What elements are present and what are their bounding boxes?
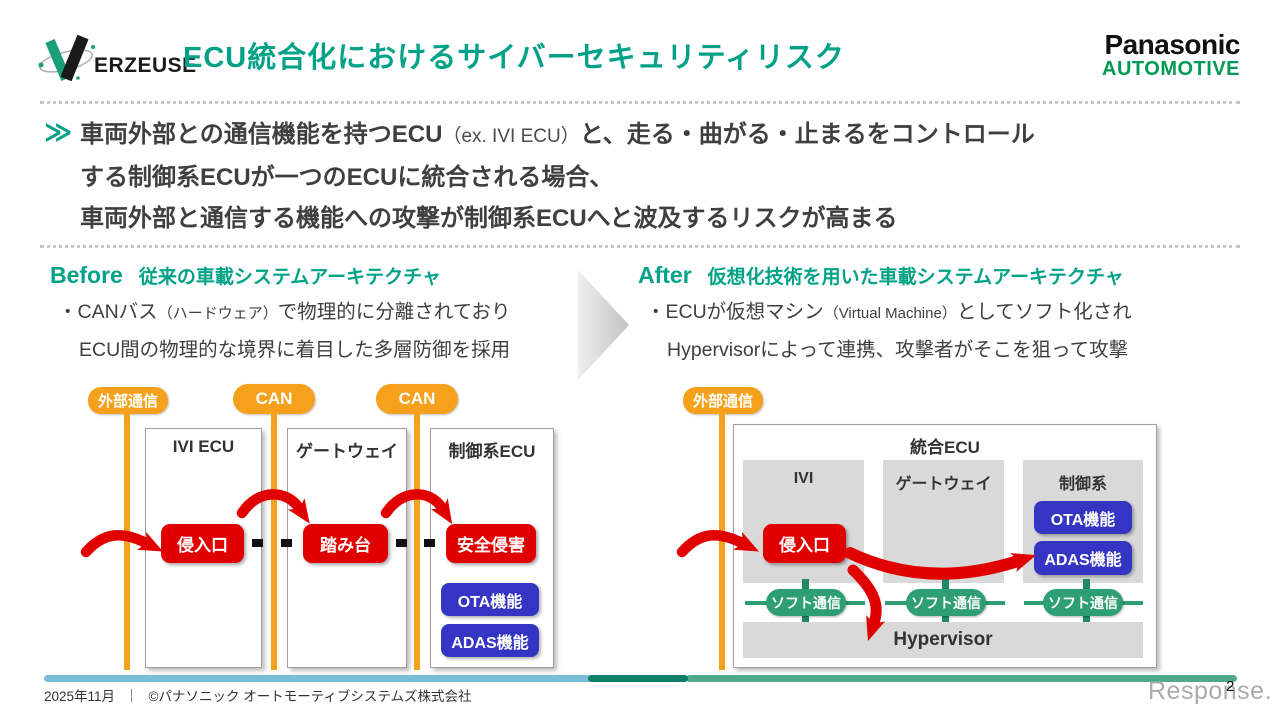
verzeuse-logo-text: ERZEUSE (94, 54, 197, 77)
before-bullets: ・CANバス（ハードウェア）で物理的に分離されており ECU間の物理的な境界に着… (58, 294, 511, 368)
before-can-pill-2: CAN (376, 384, 458, 414)
after-soft-comm-pill-2: ソフト通信 (906, 589, 986, 616)
dashed-link-1b (281, 539, 292, 547)
key-message: 車両外部との通信機能を持つECU（ex. IVI ECU）と、走る・曲がる・止ま… (80, 114, 1035, 239)
footer-bar-green (686, 675, 1237, 682)
after-subtitle: 仮想化技術を用いた車載システムアーキテクチャ (707, 267, 1124, 288)
after-vm-ivi: IVI (743, 460, 864, 583)
before-subtitle: 従来の車載システムアーキテクチャ (138, 267, 441, 288)
after-label: After (638, 262, 692, 288)
after-heading: After 仮想化技術を用いた車載システムアーキテクチャ (638, 262, 1124, 289)
key-message-line3: 車両外部と通信する機能への攻撃が制御系ECUへと波及するリスクが高まる (80, 205, 898, 232)
footer-bar-blue (44, 675, 592, 682)
footer-text: 2025年11月 ｜ ©パナソニック オートモーティブシステムズ株式会社 (44, 685, 472, 705)
key-message-line2: する制御系ECUが一つのECUに統合される場合、 (80, 164, 614, 191)
footer-bar-dark-teal (588, 675, 688, 682)
footer-date: 2025年11月 (44, 689, 116, 704)
transition-chevron-icon (578, 270, 629, 380)
before-can-bus-line-1 (271, 412, 277, 670)
key-message-line1: 車両外部との通信機能を持つECU（ex. IVI ECU）と、走る・曲がる・止ま… (80, 121, 1035, 148)
after-vm-gateway: ゲートウェイ (883, 460, 1004, 583)
before-badge-entry-point: 侵入口 (161, 524, 244, 563)
before-badge-adas: ADAS機能 (441, 624, 539, 657)
after-soft-comm-pill-1: ソフト通信 (766, 589, 846, 616)
before-badge-ota: OTA機能 (441, 583, 539, 616)
before-heading: Before 従来の車載システムアーキテクチャ (50, 262, 441, 289)
after-hypervisor-bar: Hypervisor (743, 622, 1143, 658)
after-soft-comm-pill-3: ソフト通信 (1043, 589, 1123, 616)
before-attack-arrow-in-icon (80, 529, 163, 558)
response-watermark: Response. (1148, 677, 1273, 705)
verzeuse-v-icon (38, 34, 95, 82)
dashed-link-2b (424, 539, 435, 547)
before-badge-safety-breach: 安全侵害 (446, 524, 536, 563)
after-vm-gateway-label: ゲートウェイ (895, 476, 992, 493)
dotted-divider-middle (40, 245, 1240, 248)
after-badge-adas: ADAS機能 (1034, 541, 1132, 575)
after-integrated-ecu-label: 統合ECU (910, 438, 980, 457)
footer-separator: ｜ (125, 689, 139, 704)
after-bullet-line1: ・ECUが仮想マシン（Virtual Machine）としてソフト化され (646, 301, 1132, 323)
before-bullet-line2: ECU間の物理的な境界に着目した多層防御を採用 (79, 339, 511, 361)
after-bullets: ・ECUが仮想マシン（Virtual Machine）としてソフト化され Hyp… (646, 294, 1132, 368)
footer-copyright: ©パナソニック オートモーティブシステムズ株式会社 (148, 689, 472, 704)
after-bullet-line2: Hypervisorによって連携、攻撃者がそこを狙って攻撃 (667, 339, 1129, 361)
dashed-link-2a (396, 539, 407, 547)
after-vm-ivi-label: IVI (793, 470, 814, 487)
after-vm-control-label: 制御系 (1058, 476, 1107, 493)
after-badge-ota: OTA機能 (1034, 501, 1132, 534)
before-can-pill-1: CAN (233, 384, 315, 414)
dotted-divider-top (40, 101, 1240, 104)
chevron-marker-icon: ≫ (44, 117, 73, 147)
before-bullet-line1: ・CANバス（ハードウェア）で物理的に分離されており (58, 301, 511, 323)
before-external-comm-pill: 外部通信 (88, 387, 168, 414)
before-label: Before (50, 262, 123, 288)
after-external-comm-pill: 外部通信 (683, 387, 763, 414)
before-external-bus-line (124, 412, 130, 670)
after-hypervisor-label: Hypervisor (893, 629, 993, 650)
verzeuse-logo: ERZEUSE (38, 34, 197, 84)
before-badge-stepping-stone: 踏み台 (303, 524, 388, 563)
panasonic-logo: Panasonic AUTOMOTIVE (1102, 30, 1240, 80)
before-box-gateway-label: ゲートウェイ (296, 442, 398, 461)
automotive-logo-text: AUTOMOTIVE (1102, 58, 1240, 81)
before-box-ivi-ecu-label: IVI ECU (172, 437, 235, 456)
after-external-bus-line (719, 412, 725, 670)
page-number: 2 (1226, 678, 1235, 695)
after-badge-entry-point: 侵入口 (763, 524, 846, 563)
panasonic-logo-text: Panasonic (1104, 29, 1240, 60)
dashed-link-1a (252, 539, 263, 547)
page-title: ECU統合化におけるサイバーセキュリティリスク (183, 42, 845, 74)
before-can-bus-line-2 (414, 412, 420, 670)
before-box-control-ecu-label: 制御系ECU (448, 442, 536, 461)
